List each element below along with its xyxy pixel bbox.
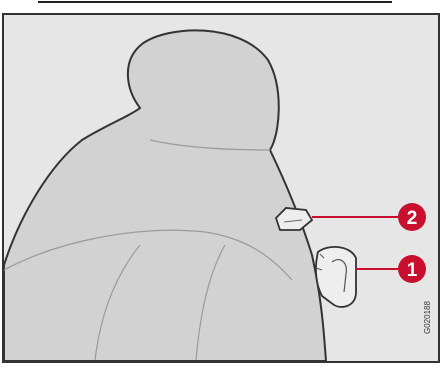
callout-1-number: 1: [407, 260, 418, 281]
callout-2-number: 2: [407, 208, 418, 229]
figure-reference-code: G020188: [423, 301, 432, 334]
